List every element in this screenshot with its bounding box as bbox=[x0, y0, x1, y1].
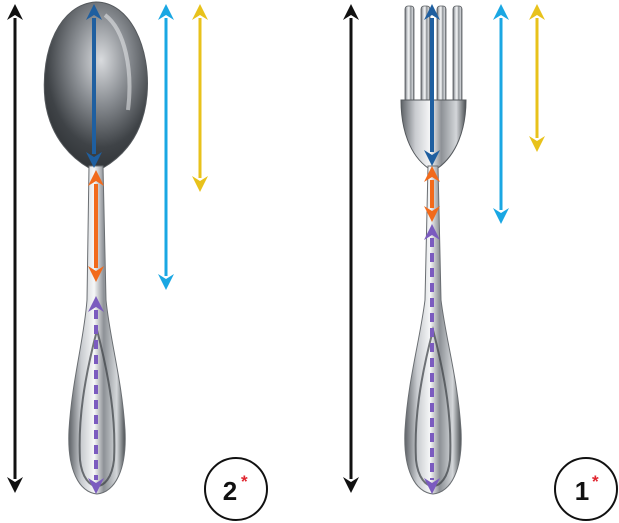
fork-head-neck-arrow bbox=[493, 4, 509, 224]
spoon-alt-head-arrow bbox=[192, 4, 208, 192]
badge-fork: 1 * bbox=[555, 458, 617, 520]
fork-tine bbox=[405, 6, 414, 106]
arrowhead-down bbox=[158, 274, 174, 290]
fork-tine bbox=[437, 6, 446, 106]
badge-number: 2 bbox=[223, 476, 237, 506]
arrowhead-down bbox=[493, 208, 509, 224]
badge-number: 1 bbox=[575, 476, 589, 506]
fork-tine bbox=[421, 6, 430, 106]
arrowhead-down bbox=[192, 176, 208, 192]
arrowhead-down bbox=[7, 477, 23, 493]
spoon-head-neck-arrow bbox=[158, 4, 174, 290]
arrowhead-up bbox=[343, 4, 359, 20]
spoon-total-length-arrow bbox=[7, 4, 23, 493]
arrowhead-up bbox=[158, 4, 174, 20]
fork-tine bbox=[453, 6, 462, 106]
badge-asterisk: * bbox=[241, 472, 248, 491]
arrowhead-down bbox=[343, 477, 359, 493]
fork-alt-head-arrow bbox=[529, 4, 545, 152]
badge-asterisk: * bbox=[592, 472, 599, 491]
arrowhead-up bbox=[529, 4, 545, 20]
arrowhead-up bbox=[493, 4, 509, 20]
arrowhead-down bbox=[529, 136, 545, 152]
arrowhead-up bbox=[7, 4, 23, 20]
fork-total-length-arrow bbox=[343, 4, 359, 493]
badge-spoon: 2 * bbox=[205, 458, 267, 520]
arrowhead-up bbox=[192, 4, 208, 20]
